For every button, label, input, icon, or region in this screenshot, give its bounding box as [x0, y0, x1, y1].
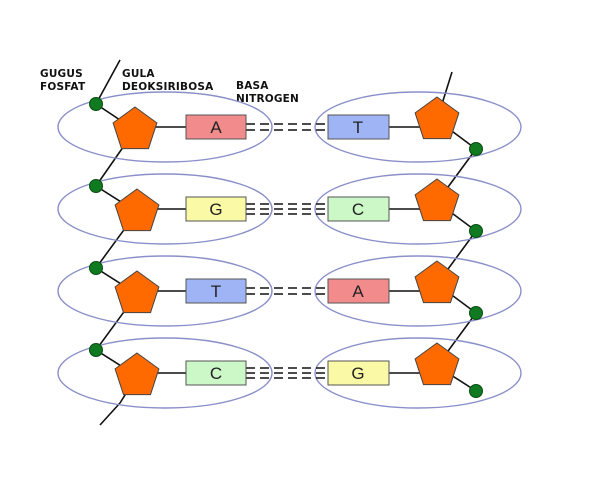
- sugar-label: GULA DEOKSIRIBOSA: [122, 68, 213, 94]
- phosphate-label-line-2: FOSFAT: [40, 81, 86, 93]
- right-sugar-pentagon: [414, 178, 460, 222]
- sugar-label-line-2: DEOKSIRIBOSA: [122, 81, 214, 93]
- left-sugar-pentagon: [114, 270, 160, 314]
- left-nucleotide-ellipse: [57, 337, 273, 409]
- left-base-letter: C: [210, 364, 222, 383]
- left-phosphate-dot: [89, 97, 103, 111]
- right-base-box: [327, 278, 390, 304]
- right-sugar-pentagon: [414, 260, 460, 304]
- left-base-box: [185, 278, 247, 304]
- left-base-box: [185, 196, 247, 222]
- left-sugar-pentagon: [114, 188, 160, 232]
- left-nucleotide-ellipse: [57, 91, 273, 163]
- right-sugar-pentagon: [414, 342, 460, 386]
- right-phosphate-dot: [469, 384, 483, 398]
- left-phosphate-dot: [89, 179, 103, 193]
- base-label-line-2: NITROGEN: [236, 93, 300, 105]
- left-phosphate-dot: [89, 261, 103, 275]
- left-base-box: [185, 114, 247, 140]
- right-nucleotide-ellipse: [314, 91, 522, 163]
- left-sugar-pentagon: [114, 352, 160, 396]
- right-base-box: [327, 114, 390, 140]
- left-base-letter: G: [209, 200, 222, 219]
- right-nucleotide-ellipse: [314, 337, 522, 409]
- right-base-letter: G: [351, 364, 364, 383]
- right-base-letter: C: [352, 200, 364, 219]
- sugar-label-line-1: GULA: [122, 68, 155, 80]
- right-base-box: [327, 196, 390, 222]
- right-phosphate-dot: [469, 306, 483, 320]
- right-sugar-pentagon: [414, 96, 460, 140]
- right-base-box: [327, 360, 390, 386]
- right-nucleotide-ellipse: [314, 255, 522, 327]
- nitrogen-base-label: BASA NITROGEN: [236, 80, 299, 106]
- right-phosphate-dot: [469, 224, 483, 238]
- phosphate-group-label: GUGUS FOSFAT: [40, 68, 85, 94]
- right-phosphate-dot: [469, 142, 483, 156]
- phosphate-label-line-1: GUGUS: [40, 68, 83, 80]
- left-nucleotide-ellipse: [57, 173, 273, 245]
- left-nucleotide-ellipse: [57, 255, 273, 327]
- left-base-letter: A: [210, 118, 222, 137]
- left-base-box: [185, 360, 247, 386]
- left-sugar-pentagon: [112, 106, 158, 150]
- right-base-letter: A: [352, 282, 364, 301]
- left-backbone-tail: [99, 402, 121, 426]
- left-phosphate-dot: [89, 343, 103, 357]
- right-base-letter: T: [353, 118, 363, 137]
- base-label-line-1: BASA: [236, 80, 269, 92]
- right-nucleotide-ellipse: [314, 173, 522, 245]
- left-base-letter: T: [211, 282, 221, 301]
